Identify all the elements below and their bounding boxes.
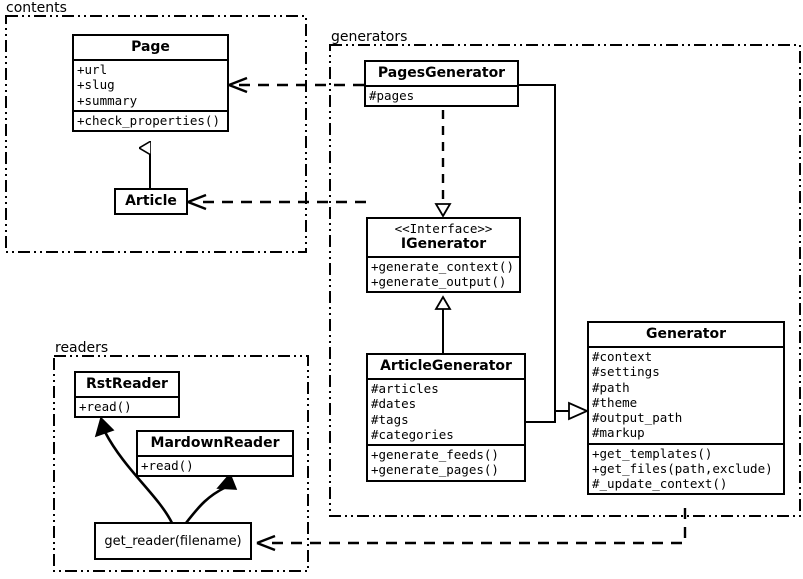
generalization-articlegenerator-to-generator — [526, 410, 570, 423]
generalization-arrowhead-generator-left — [568, 401, 590, 421]
class-operations-page: +check_properties() — [74, 112, 227, 130]
generalization-arrowhead-igenerator-bottom — [434, 295, 452, 310]
attribute-item: +summary — [77, 92, 138, 108]
class-name-pages-generator: PagesGenerator — [377, 65, 506, 81]
association-arrowhead-rstreader — [94, 416, 115, 438]
class-box-rst-reader[interactable]: RstReader +read() — [74, 371, 180, 419]
attribute-item: +slug — [77, 77, 115, 93]
divider — [368, 378, 524, 381]
class-box-article-generator[interactable]: ArticleGenerator #articles #dates #tags … — [366, 353, 526, 482]
class-box-page[interactable]: Page +url +slug +summary +check_properti… — [72, 34, 229, 133]
class-operations-rst-reader: +read() — [76, 398, 178, 416]
operation-item: +read() — [141, 458, 194, 474]
divider — [76, 396, 178, 399]
operation-item: +read() — [79, 399, 132, 415]
package-contents-boundary — [5, 15, 307, 253]
class-name-article: Article — [125, 193, 177, 209]
divider — [138, 455, 292, 458]
attribute-item: #theme — [592, 394, 638, 410]
package-label-generators: generators — [331, 29, 408, 45]
operation-item: +get_files(path,exclude) — [592, 460, 773, 476]
class-name-rst-reader: RstReader — [86, 376, 168, 392]
package-generators-boundary — [329, 44, 801, 517]
attribute-item: +url — [77, 62, 108, 78]
divider — [366, 85, 517, 88]
function-box-get-reader[interactable]: get_reader(filename) — [94, 522, 252, 560]
class-operations-article-generator: +generate_feeds() +generate_pages() — [368, 446, 524, 480]
attribute-item: #markup — [592, 425, 645, 441]
operation-item: +generate_pages() — [371, 462, 499, 478]
attribute-item: #settings — [592, 364, 660, 380]
attribute-item: #categories — [371, 426, 454, 442]
divider — [368, 255, 519, 258]
dependency-arrowhead-getreader — [256, 534, 276, 552]
attribute-item: #output_path — [592, 410, 683, 426]
class-operations-generator: +get_templates() +get_files(path,exclude… — [589, 445, 783, 494]
class-operations-mardown-reader: +read() — [138, 457, 292, 475]
class-box-pages-generator[interactable]: PagesGenerator #pages — [364, 60, 519, 108]
class-box-igenerator[interactable]: <<Interface>> IGenerator +generate_conte… — [366, 217, 521, 294]
package-readers-boundary — [53, 355, 309, 572]
function-label-get-reader: get_reader(filename) — [104, 533, 242, 549]
divider — [74, 109, 227, 112]
operation-item: #_update_context() — [592, 476, 728, 492]
association-getreader-to-rstreader — [103, 431, 174, 524]
class-stereotype-igenerator: <<Interface>> — [394, 221, 493, 236]
operation-item: +get_templates() — [592, 445, 713, 461]
operation-item: +generate_context() — [371, 258, 514, 274]
association-getreader-to-mardownreader — [184, 485, 227, 524]
class-attributes-article-generator: #articles #dates #tags #categories — [368, 380, 524, 444]
class-box-article[interactable]: Article — [114, 188, 188, 216]
realization-arrowhead-igenerator-top — [434, 203, 452, 218]
class-name-generator: Generator — [645, 326, 726, 342]
operation-item: +generate_feeds() — [371, 447, 499, 463]
attribute-item: #dates — [371, 396, 417, 412]
generalization-pagesgenerator-to-generator — [519, 84, 570, 412]
divider — [589, 346, 783, 349]
association-arrowhead-mardownreader — [216, 472, 238, 490]
attribute-item: #context — [592, 349, 653, 365]
attribute-item: #pages — [369, 88, 415, 104]
attribute-item: #path — [592, 379, 630, 395]
class-attributes-pages-generator: #pages — [366, 87, 517, 105]
class-attributes-page: +url +slug +summary — [74, 61, 227, 110]
attribute-item: #tags — [371, 411, 409, 427]
operation-item: +generate_output() — [371, 274, 507, 290]
class-box-mardown-reader[interactable]: MardownReader +read() — [136, 430, 294, 478]
divider — [589, 442, 783, 445]
dependency-arrowhead-page — [228, 76, 248, 94]
class-attributes-generator: #context #settings #path #theme #output_… — [589, 348, 783, 443]
dependency-arrowhead-article — [187, 193, 207, 211]
attribute-item: #articles — [371, 381, 439, 397]
package-label-readers: readers — [55, 340, 109, 356]
class-name-article-generator: ArticleGenerator — [380, 358, 512, 374]
class-name-page: Page — [131, 39, 170, 55]
operation-item: +check_properties() — [77, 112, 220, 128]
dependency-generator-to-getreader — [265, 508, 687, 545]
divider — [74, 59, 227, 62]
package-label-contents: contents — [6, 0, 67, 16]
class-operations-igenerator: +generate_context() +generate_output() — [368, 258, 519, 292]
class-box-generator[interactable]: Generator #context #settings #path #them… — [587, 321, 785, 496]
class-name-mardown-reader: MardownReader — [150, 435, 280, 451]
class-name-igenerator: IGenerator — [400, 235, 487, 252]
divider — [368, 444, 524, 447]
